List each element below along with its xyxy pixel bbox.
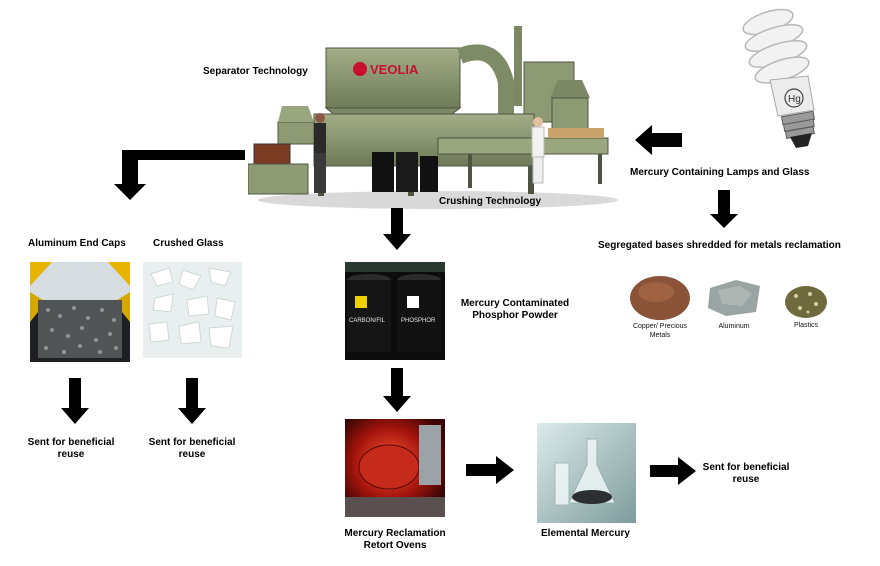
elemental-mercury-photo bbox=[537, 423, 636, 523]
reuse-mercury-label: Sent for beneficial reuse bbox=[702, 462, 790, 485]
arrow-lamps-to-machine bbox=[635, 125, 682, 155]
arrow-retort-to-elemental bbox=[466, 456, 514, 484]
mercury-lamps-label: Mercury Containing Lamps and Glass bbox=[630, 167, 810, 178]
crushing-technology-label: Crushing Technology bbox=[439, 196, 542, 207]
crushed-glass-photo bbox=[143, 262, 242, 358]
bulb-hg-symbol: Hg bbox=[788, 94, 801, 105]
aluminum-end-caps-photo bbox=[30, 262, 130, 362]
arrow-to-separated-materials bbox=[114, 150, 245, 200]
phosphor-powder-label: Mercury Contaminated Phosphor Powder bbox=[460, 298, 570, 321]
separator-machine-photo: VEOLIA bbox=[248, 22, 620, 210]
copper-precious-metals-label: Copper/ Precious Metals bbox=[632, 323, 688, 339]
separator-technology-label: Separator Technology bbox=[203, 66, 308, 77]
plastics-material-label: Plastics bbox=[793, 322, 819, 329]
elemental-mercury-label: Elemental Mercury bbox=[541, 528, 630, 539]
cfl-bulb-photo: Hg bbox=[722, 6, 826, 152]
crushed-glass-label: Crushed Glass bbox=[153, 238, 224, 249]
aluminum-material-label: Aluminum bbox=[718, 323, 750, 330]
reuse-glass-label: Sent for beneficial reuse bbox=[148, 437, 236, 460]
brand-text: VEOLIA bbox=[370, 62, 419, 77]
arrow-phosphor-to-retort bbox=[383, 368, 411, 412]
reuse-caps-label: Sent for beneficial reuse bbox=[27, 437, 115, 460]
segregated-bases-label: Segregated bases shredded for metals rec… bbox=[598, 240, 841, 251]
arrow-caps-to-reuse bbox=[61, 378, 89, 424]
arrow-elemental-to-reuse bbox=[650, 457, 696, 485]
phosphor-drums-photo: CARBON/FIL PHOSPHOR bbox=[345, 262, 445, 360]
arrow-machine-to-phosphor bbox=[383, 208, 411, 250]
retort-ovens-photo bbox=[345, 419, 445, 517]
copper-sample-image bbox=[628, 272, 692, 322]
plastics-sample-image bbox=[784, 284, 828, 320]
aluminum-sample-image bbox=[706, 278, 762, 318]
drum-right-label: PHOSPHOR bbox=[401, 318, 436, 324]
arrow-glass-to-reuse bbox=[178, 378, 206, 424]
arrow-lamps-to-segregated bbox=[710, 190, 738, 228]
aluminum-end-caps-label: Aluminum End Caps bbox=[28, 238, 126, 249]
drum-left-label: CARBON/FIL bbox=[349, 318, 386, 324]
retort-ovens-label: Mercury Reclamation Retort Ovens bbox=[344, 528, 446, 551]
